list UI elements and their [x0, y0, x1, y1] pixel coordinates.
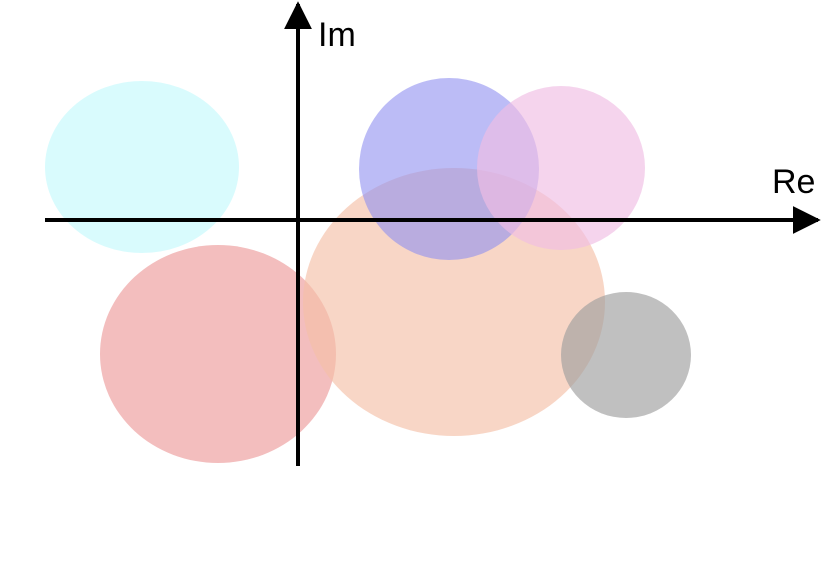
region-cyan-ellipse: [45, 81, 239, 253]
regions-group: [45, 78, 691, 463]
imaginary-axis-label: Im: [318, 16, 356, 54]
region-red-ellipse: [100, 245, 336, 463]
region-gray-ellipse: [561, 292, 691, 418]
region-pink-ellipse: [477, 86, 645, 250]
real-axis-label: Re: [772, 163, 815, 201]
